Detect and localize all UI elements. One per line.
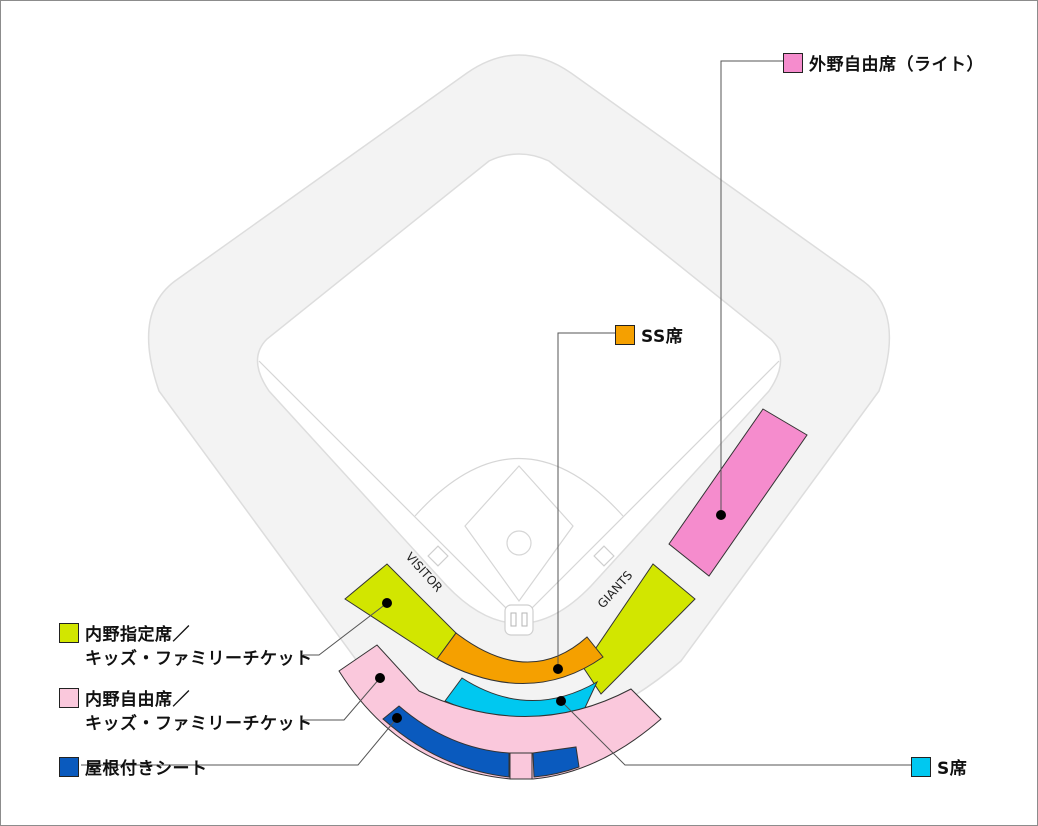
batter-box-right — [521, 612, 528, 627]
section-roof-seat-left[interactable] — [382, 705, 510, 778]
leader-infield-reserved — [303, 602, 388, 656]
leader-infield-free — [303, 677, 381, 721]
legend-label-roof-seat: 屋根付きシート — [85, 759, 208, 779]
section-roof-seat-right[interactable] — [532, 746, 580, 778]
visitor-dugout — [427, 545, 449, 567]
batter-box-left — [510, 612, 517, 627]
legend-label-infield-free-line1: 内野自由席／ — [85, 690, 190, 710]
swatch-infield-reserved — [59, 622, 79, 643]
swatch-outfield-right — [783, 52, 803, 73]
dot-s — [556, 696, 566, 706]
dot-ss — [553, 664, 563, 674]
leader-ss — [557, 332, 615, 669]
leader-s — [560, 700, 911, 766]
foul-line-right — [518, 360, 780, 622]
legend-label-outfield-right: 外野自由席（ライト） — [809, 55, 984, 75]
legend-ss[interactable]: SS席 — [615, 322, 683, 347]
legend-infield-free[interactable]: 内野自由席／ — [59, 685, 190, 710]
swatch-infield-free — [59, 687, 79, 708]
legend-label-s: S席 — [937, 759, 968, 779]
dot-infield-reserved — [382, 598, 392, 608]
dot-outfield-right — [716, 510, 726, 520]
legend-s[interactable]: S席 — [911, 754, 967, 779]
pitchers-mound — [506, 530, 532, 556]
swatch-ss — [615, 324, 635, 345]
legend-label-infield-free-line2: キッズ・ファミリーチケット — [85, 714, 313, 734]
infield-free-gap — [509, 752, 533, 780]
legend-roof-seat[interactable]: 屋根付きシート — [59, 754, 208, 779]
leader-roof-seat — [81, 717, 398, 766]
dot-roof-seat — [392, 713, 402, 723]
section-outfield-right[interactable] — [668, 408, 808, 577]
legend-label-infield-reserved-line1: 内野指定席／ — [85, 625, 190, 645]
playing-field — [256, 153, 782, 625]
legend-label-infield-reserved-line2: キッズ・ファミリーチケット — [85, 649, 313, 669]
legend-label-ss: SS席 — [641, 327, 684, 347]
infield-diamond — [464, 465, 574, 603]
giants-dugout — [593, 545, 615, 567]
legend-outfield-right[interactable]: 外野自由席（ライト） — [783, 50, 984, 75]
swatch-s — [911, 756, 931, 777]
dot-infield-free — [375, 673, 385, 683]
infield-arc — [414, 458, 624, 517]
home-plate-area — [504, 604, 534, 636]
legend-infield-reserved[interactable]: 内野指定席／ — [59, 620, 190, 645]
foul-line-left — [258, 360, 520, 622]
swatch-roof-seat — [59, 756, 79, 777]
section-infield-reserved-right[interactable] — [582, 563, 696, 695]
leader-outfield-right — [720, 60, 783, 515]
